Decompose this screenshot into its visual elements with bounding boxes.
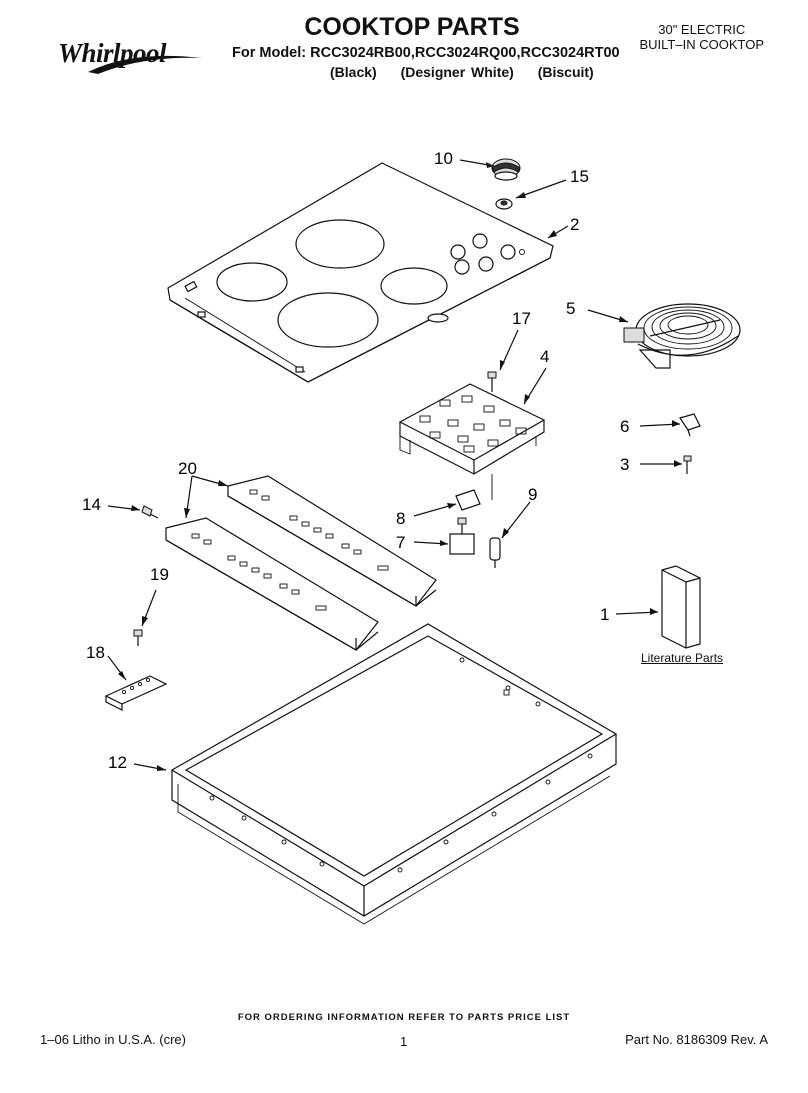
cooktop-base-tray <box>170 623 618 925</box>
ordering-note: FOR ORDERING INFORMATION REFER TO PARTS … <box>237 1012 571 1023</box>
callout-4: 4 <box>540 347 549 366</box>
mounting-bracket-strip <box>104 675 168 711</box>
brand-logo: Whirlpool <box>58 38 167 68</box>
side-rail-back <box>227 475 437 608</box>
callout-20: 20 <box>178 459 197 478</box>
burner-ring-back-left <box>295 219 385 269</box>
exploded-parts-diagram: 10 15 2 5 17 4 6 3 20 14 9 8 7 19 1 18 1… <box>82 149 741 925</box>
indicator-light <box>489 474 501 568</box>
element-clip <box>679 413 701 437</box>
variant-biscuit: (Biscuit) <box>537 64 594 80</box>
literature-parts-label: Literature Parts <box>641 651 724 665</box>
callout-19: 19 <box>150 565 169 584</box>
screw-19 <box>133 629 143 646</box>
literature-booklet <box>661 565 701 649</box>
callout-2: 2 <box>570 215 579 234</box>
callout-1: 1 <box>600 605 609 624</box>
product-type-line2: BUILT–IN COOKTOP <box>639 37 765 52</box>
knob-ring <box>495 198 513 210</box>
callout-7: 7 <box>396 533 405 552</box>
screw-14 <box>141 505 159 519</box>
control-knob <box>491 158 521 181</box>
screw-3 <box>683 455 692 474</box>
variant-designer-white: (Designer White) <box>400 64 514 80</box>
page-title: COOKTOP PARTS <box>304 13 520 41</box>
screw-17 <box>487 371 497 392</box>
callout-9: 9 <box>528 485 537 504</box>
callout-15: 15 <box>570 167 589 186</box>
control-knob-positions <box>450 233 525 275</box>
callout-numbers: 10 15 2 5 17 4 6 3 20 14 9 8 7 19 1 18 1… <box>82 149 629 772</box>
product-type-line1: 30" ELECTRIC <box>658 22 746 37</box>
callout-8: 8 <box>396 509 405 528</box>
cooktop-glass <box>167 162 554 383</box>
radiant-element <box>623 303 741 369</box>
product-type: 30" ELECTRIC BUILT–IN COOKTOP <box>640 22 765 52</box>
callout-14: 14 <box>82 495 101 514</box>
burner-ring-left <box>216 262 288 302</box>
callout-17: 17 <box>512 309 531 328</box>
infinite-switch <box>449 517 475 555</box>
callout-10: 10 <box>434 149 453 168</box>
side-rail-front <box>165 517 379 652</box>
variant-black: (Black) <box>330 64 377 80</box>
leader-arrowheads <box>118 162 682 771</box>
model-line: For Model: RCC3024RB00,RCC3024RQ00,RCC30… <box>232 45 620 61</box>
callout-3: 3 <box>620 455 629 474</box>
burner-ring-right <box>380 267 448 305</box>
brand-logo-swoosh <box>88 55 202 74</box>
callout-12: 12 <box>108 753 127 772</box>
litho-line: 1–06 Litho in U.S.A. (cre) <box>40 1032 186 1047</box>
control-bracket <box>398 383 546 475</box>
page-number: 1 <box>400 1034 408 1049</box>
callout-6: 6 <box>620 417 629 436</box>
part-number: Part No. 8186309 Rev. A <box>625 1032 768 1047</box>
color-variants: (Black) (Designer White) (Biscuit) <box>330 64 612 80</box>
callout-18: 18 <box>86 643 105 662</box>
switch-insulator <box>455 489 481 511</box>
callout-5: 5 <box>566 299 575 318</box>
burner-ring-front <box>277 292 379 348</box>
